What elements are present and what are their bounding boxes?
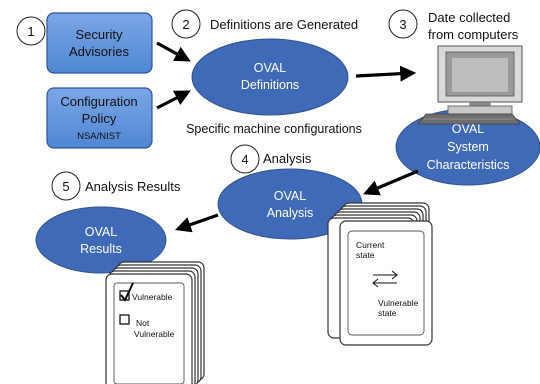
config-box-line2: Policy — [82, 111, 117, 126]
state-document-stack: Current state Vulnerable state — [327, 202, 433, 346]
vulnerable-state-line2: state — [378, 308, 397, 318]
analysis-line2: Analysis — [267, 206, 314, 220]
results-option-not-line1: Not — [136, 318, 150, 328]
step-5-label: Analysis Results — [85, 179, 181, 194]
double-arrow-icon — [372, 270, 398, 288]
oval-system-characteristics-ellipse: OVAL System Characteristics — [395, 108, 540, 186]
definitions-line2: Definitions — [241, 78, 299, 92]
step-3-marker: 3 — [388, 9, 418, 39]
system-line3: Characteristics — [427, 158, 510, 172]
oval-definitions-ellipse: OVAL Definitions — [191, 38, 349, 116]
current-state-line2: state — [356, 250, 375, 260]
step-4-number: 4 — [241, 152, 248, 167]
security-advisories-box: Security Advisories — [46, 12, 153, 74]
results-option-not-line2: Vulnerable — [134, 329, 175, 339]
results-line1: OVAL — [85, 225, 117, 239]
step-5-number: 5 — [62, 179, 69, 194]
system-line2: System — [447, 140, 489, 154]
security-box-line1: Security — [76, 27, 123, 42]
security-box-line2: Advisories — [69, 44, 129, 59]
step-5-marker: 5 — [51, 171, 81, 201]
vulnerable-state-line1: Vulnerable — [378, 298, 419, 308]
arrow-system-to-analysis — [363, 169, 419, 196]
analysis-line1: OVAL — [274, 189, 306, 203]
caption-text: Specific machine configurations — [186, 122, 362, 136]
configuration-policy-box: Configuration Policy NSA/NIST — [46, 87, 153, 149]
step-3-number: 3 — [399, 17, 406, 32]
config-box-line1: Configuration — [60, 94, 137, 109]
arrow-analysis-to-results — [174, 213, 219, 233]
system-line1: OVAL — [452, 122, 484, 136]
checkbox-checked-icon — [119, 282, 134, 302]
flow-arrows — [156, 41, 419, 233]
oval-analysis-ellipse: OVAL Analysis — [217, 168, 363, 240]
config-box-line3: NSA/NIST — [77, 131, 121, 142]
step-2-label: Definitions are Generated — [210, 17, 358, 32]
step-3-label-line2: from computers — [428, 27, 519, 42]
step-1-number: 1 — [27, 24, 34, 39]
results-line2: Results — [80, 242, 122, 256]
step-4-label: Analysis — [263, 151, 312, 166]
arrow-security-to-definitions — [156, 41, 191, 62]
checkbox-empty-icon — [119, 314, 130, 325]
step-1-marker: 1 — [16, 16, 46, 46]
arrow-definitions-to-computer — [355, 65, 417, 82]
current-state-line1: Current — [356, 240, 385, 250]
results-document-stack: Vulnerable Not Vulnerable — [105, 261, 205, 384]
oval-results-ellipse: OVAL Results — [35, 206, 167, 274]
computer-icon — [417, 45, 523, 125]
step-2-number: 2 — [182, 17, 189, 32]
definitions-line1: OVAL — [254, 61, 286, 75]
step-4-marker: 4 — [230, 144, 260, 174]
step-2-marker: 2 — [171, 9, 201, 39]
step-3-label-line1: Date collected — [428, 10, 510, 25]
results-option-vulnerable: Vulnerable — [132, 292, 173, 302]
arrow-config-to-definitions — [156, 90, 191, 110]
